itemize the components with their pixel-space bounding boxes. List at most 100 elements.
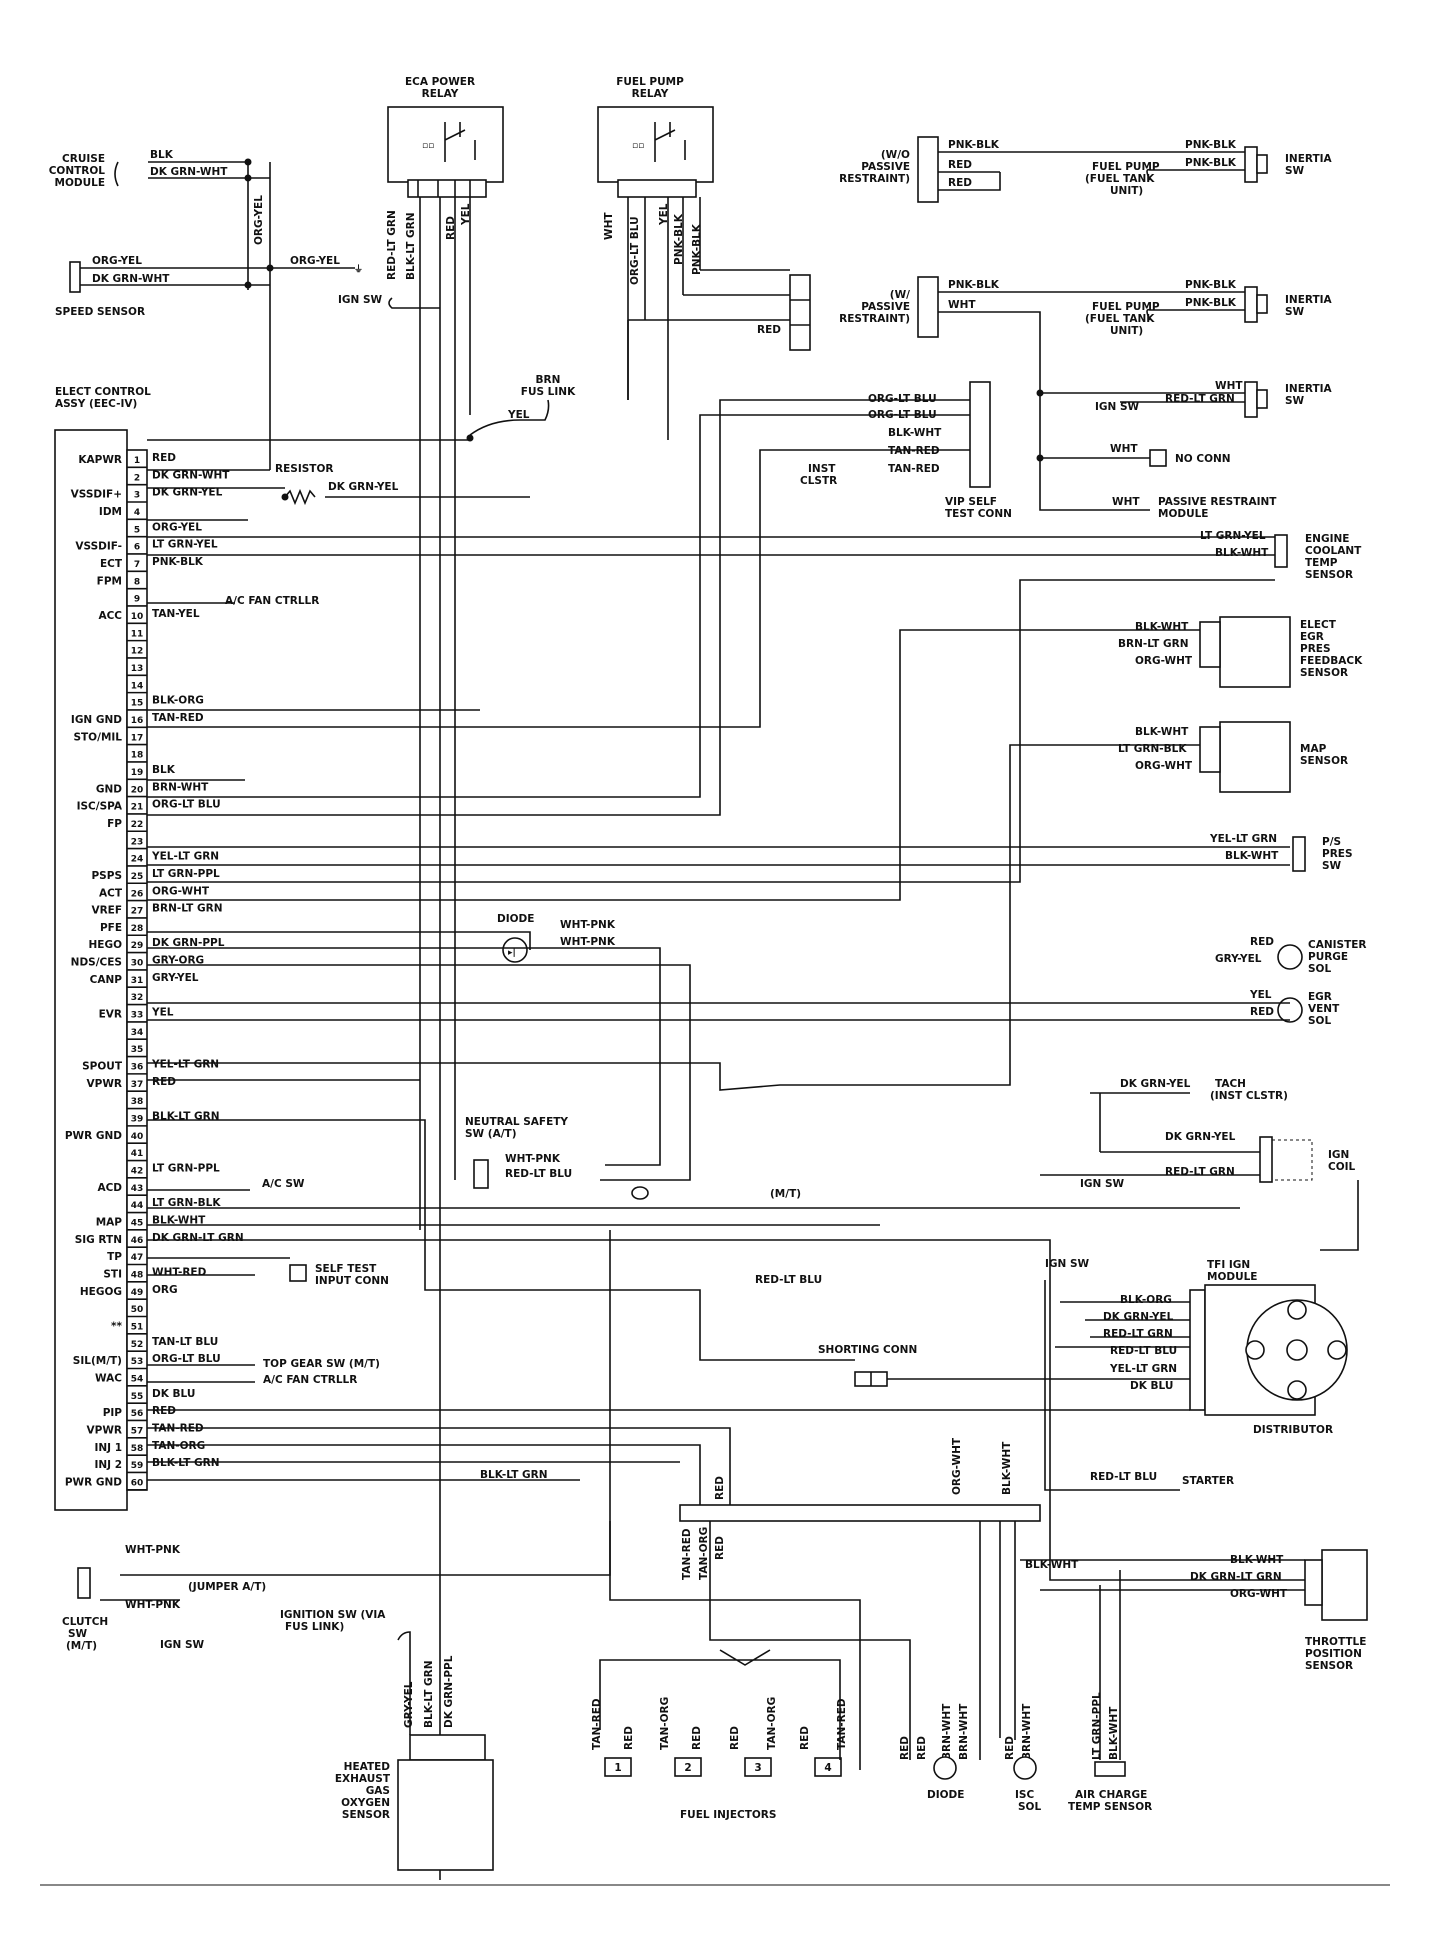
eec-pin-name: IDM <box>99 506 122 518</box>
o2-w1: GRY-YEL <box>403 1681 415 1728</box>
wht-pnk-2: WHT-PNK <box>560 936 616 948</box>
fp-unit-3b: UNIT) <box>1110 325 1143 337</box>
coil-w2: RED-LT GRN <box>1165 1166 1235 1178</box>
eec-pin-name: VREF <box>91 905 122 917</box>
injector-wire: TAN-ORG <box>659 1697 671 1750</box>
act-w1: LT GRN-PPL <box>1091 1692 1103 1760</box>
eec-pin-number: 57 <box>131 1426 144 1436</box>
eec-pin-number: 12 <box>131 647 144 657</box>
diode-label: DIODE <box>497 913 534 925</box>
fuel-injector <box>674 1757 702 1777</box>
eec-pin-name: ** <box>111 1321 122 1333</box>
map-w1: BLK-WHT <box>1135 726 1189 738</box>
speed-w2: DK GRN-WHT <box>92 273 170 285</box>
inertia-2b: SW <box>1285 306 1305 318</box>
cruise-w1: BLK <box>150 149 174 161</box>
resistor-label: RESISTOR <box>275 463 333 475</box>
eec-pin-number: 41 <box>131 1149 144 1159</box>
eec-pin-name: WAC <box>95 1372 122 1384</box>
eca-wire-4: YEL <box>460 203 472 226</box>
speed-gnd-wire: ORG-YEL <box>290 255 340 267</box>
can-3: SOL <box>1308 963 1331 975</box>
clutch-1: CLUTCH <box>62 1616 108 1628</box>
resistor-wire: DK GRN-YEL <box>328 481 399 493</box>
ps-3: SW <box>1322 860 1342 872</box>
no-conn: NO CONN <box>1175 453 1231 465</box>
eca-wire-2: BLK-LT GRN <box>405 212 417 280</box>
ac-sw: A/C SW <box>262 1178 305 1190</box>
w-passive-1: (W/ <box>890 289 910 301</box>
yel-wire: YEL <box>507 409 530 421</box>
brn-fus-link: BRN FUS LINK YEL <box>466 374 576 442</box>
ect-w1: LT GRN-YEL <box>1200 530 1266 542</box>
eec-pin-number: 39 <box>131 1115 144 1125</box>
jumper: (JUMPER A/T) <box>188 1581 266 1593</box>
eec-pin-number: 25 <box>131 872 144 882</box>
eec-pin-name: KAPWR <box>78 454 122 466</box>
vent-w1: YEL <box>1249 989 1272 1001</box>
eec-pin-number: 49 <box>131 1288 144 1298</box>
cruise-vert: ORG-YEL <box>253 195 265 245</box>
clutch-2: SW <box>68 1628 88 1640</box>
fp-relay-title-1: FUEL PUMP <box>616 76 684 88</box>
eec-pin-name: VSSDIF- <box>75 541 122 553</box>
eec-pin-wire: DK GRN-PPL <box>152 937 225 949</box>
eec-pin-number: 54 <box>131 1374 144 1384</box>
eec-pin-number: 28 <box>131 924 144 934</box>
ect-w2: BLK-WHT <box>1215 547 1269 559</box>
eec-pin-number: 22 <box>131 820 144 830</box>
tps-w2: DK GRN-LT GRN <box>1190 1571 1282 1583</box>
coil-1: IGN <box>1328 1149 1349 1161</box>
self-test-1: SELF TEST <box>315 1263 377 1275</box>
eec-pin-number: 32 <box>131 993 144 1003</box>
eec-pin-wire: ORG-LT BLU <box>152 799 221 811</box>
eec-pin-wire: WHT-RED <box>152 1267 207 1279</box>
wire-routes <box>100 399 1359 1770</box>
mt-label: (M/T) <box>770 1188 801 1200</box>
eec-pin-number: 52 <box>131 1340 144 1350</box>
eec-pin-name: VPWR <box>87 1424 123 1436</box>
eec-pin-wire: DK GRN-YEL <box>152 487 223 499</box>
inst-clstr-2: CLSTR <box>800 475 837 487</box>
vert-w2: BLK-WHT <box>1001 1441 1013 1495</box>
wo-passive-2: PASSIVE <box>861 161 910 173</box>
diode-mid: DIODE ▸| WHT-PNK WHT-PNK <box>497 913 616 963</box>
injector-wire: TAN-RED <box>836 1698 848 1750</box>
injector-wire: RED <box>623 1726 635 1750</box>
eec-pin-wire: YEL-LT GRN <box>151 851 219 863</box>
eec-pin-number: 58 <box>131 1444 144 1454</box>
isc-2: SOL <box>1018 1801 1041 1813</box>
red-lt-blu-mid: RED-LT BLU <box>755 1274 822 1286</box>
tfi-w6: DK BLU <box>1130 1380 1173 1392</box>
eec-pin-name: VPWR <box>87 1078 123 1090</box>
eec-pin-name: HEGOG <box>80 1286 122 1298</box>
fp-red-wire: RED <box>757 324 781 336</box>
harness-red-top: RED <box>714 1476 726 1500</box>
injector-wire: RED <box>691 1726 703 1750</box>
harness-w2: TAN-ORG <box>698 1527 710 1580</box>
eec-pin-name: PIP <box>103 1407 123 1419</box>
eec-pin-number: 48 <box>131 1271 144 1281</box>
cruise-label-3: MODULE <box>55 177 105 189</box>
neutral-w2: RED-LT BLU <box>505 1168 572 1180</box>
eec-pin-name: EVR <box>99 1009 122 1021</box>
map-2: SENSOR <box>1300 755 1348 767</box>
map-w3: ORG-WHT <box>1135 760 1193 772</box>
inertia-2c: SW <box>1285 395 1305 407</box>
injector-number: 2 <box>684 1762 691 1774</box>
tps-3: SENSOR <box>1305 1660 1353 1672</box>
eec-pin-wire: GRY-YEL <box>152 972 199 984</box>
in3-w1: WHT <box>1215 380 1243 392</box>
fuel-pump-relay: FUEL PUMP RELAY ▫▫ WHT ORG-LT BLU YEL PN… <box>597 76 811 440</box>
eec-pin-number: 7 <box>134 560 140 570</box>
brn-fus-2: FUS LINK <box>521 386 576 398</box>
fp-wire-1: WHT <box>603 212 615 240</box>
starter-wire: RED-LT BLU <box>1090 1471 1157 1483</box>
fuel-injectors: FUEL INJECTORS <box>680 1809 776 1821</box>
neutral-2: SW (A/T) <box>465 1128 517 1140</box>
eec-pin-number: 15 <box>131 699 144 709</box>
o2-2: EXHAUST <box>335 1773 391 1785</box>
eec-pin-name: ACT <box>99 887 123 899</box>
fuel-injector <box>604 1757 632 1777</box>
d-w4: BRN-WHT <box>958 1703 970 1760</box>
